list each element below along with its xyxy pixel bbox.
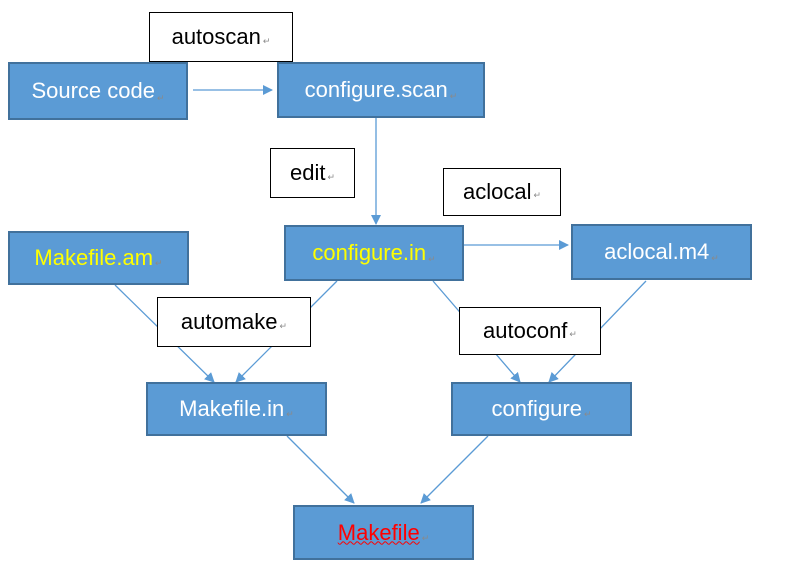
node-makefile-label: Makefile <box>337 519 420 545</box>
node-makefile-in-label: Makefile.in <box>179 396 285 421</box>
node-source-code: Source code↵ <box>8 62 188 120</box>
node-makefile-am: Makefile.am↵ <box>8 231 189 285</box>
node-configure-scan-label: configure.scan <box>304 77 448 102</box>
paragraph-mark-icon: ↵ <box>262 36 271 46</box>
edge-makefile-in-to-makefile <box>286 435 355 504</box>
paragraph-mark-icon: ↵ <box>449 91 458 101</box>
node-configure-label: configure <box>491 396 582 421</box>
paragraph-mark-icon: ↵ <box>569 329 577 339</box>
label-automake-text: automake <box>180 309 278 334</box>
node-aclocal-m4: aclocal.m4↵ <box>571 224 752 280</box>
paragraph-mark-icon: ↵ <box>156 93 165 103</box>
paragraph-mark-icon: ↵ <box>327 172 336 182</box>
node-configure-in: configure.in↵ <box>284 225 464 281</box>
paragraph-mark-icon: ↵ <box>279 321 288 331</box>
node-makefile: Makefile↵ <box>293 505 474 560</box>
paragraph-mark-icon: ↵ <box>583 409 592 419</box>
label-autoscan-text: autoscan <box>171 24 261 49</box>
node-configure-in-label: configure.in <box>312 240 427 265</box>
paragraph-mark-icon: ↵ <box>533 190 542 200</box>
node-makefile-am-label: Makefile.am <box>34 245 154 270</box>
label-edit-text: edit <box>289 160 326 185</box>
paragraph-mark-icon: ↵ <box>421 533 430 543</box>
node-configure-scan: configure.scan↵ <box>277 62 485 118</box>
label-aclocal: aclocal↵ <box>443 168 561 216</box>
label-aclocal-text: aclocal <box>462 179 532 204</box>
node-source-code-label: Source code <box>31 78 155 103</box>
label-autoscan: autoscan↵ <box>149 12 293 62</box>
paragraph-mark-icon: ↵ <box>155 258 163 268</box>
paragraph-mark-icon: ↵ <box>711 253 719 263</box>
edge-configure-to-makefile <box>420 435 489 504</box>
node-makefile-in: Makefile.in↵ <box>146 382 327 436</box>
paragraph-mark-icon: ↵ <box>286 409 294 419</box>
label-edit: edit↵ <box>270 148 355 198</box>
node-aclocal-m4-label: aclocal.m4 <box>604 239 710 264</box>
label-automake: automake↵ <box>157 297 311 347</box>
paragraph-mark-icon: ↵ <box>428 254 436 264</box>
node-configure: configure↵ <box>451 382 632 436</box>
label-autoconf-text: autoconf <box>483 318 568 343</box>
label-autoconf: autoconf↵ <box>459 307 601 355</box>
